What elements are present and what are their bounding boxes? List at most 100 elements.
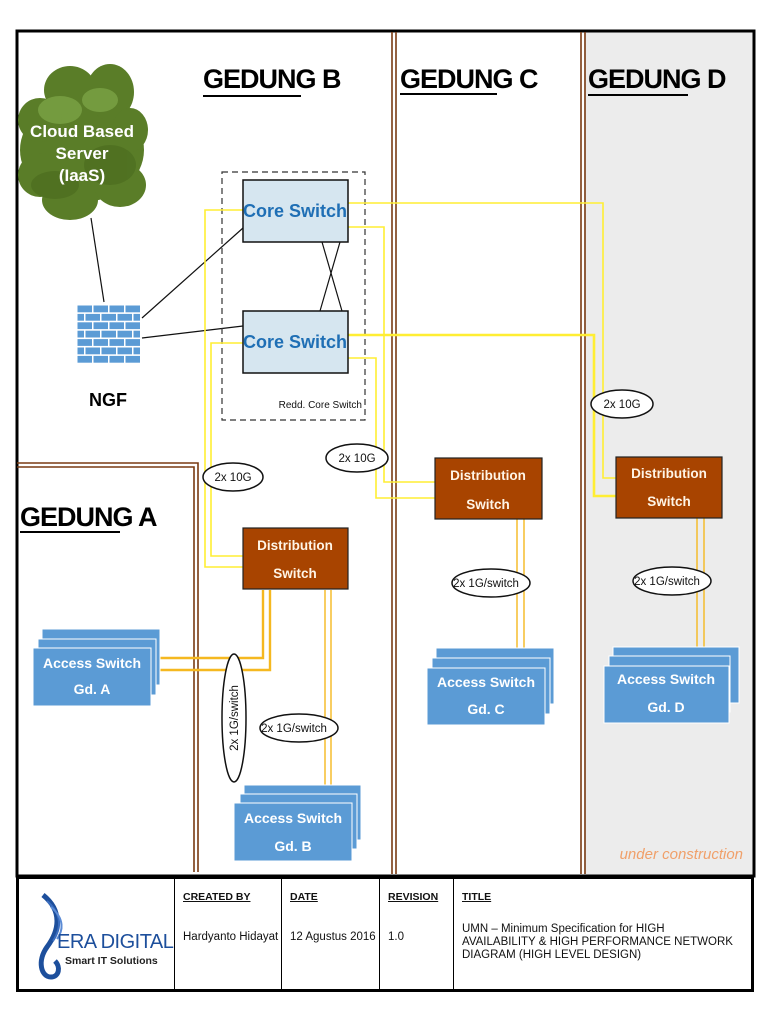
firewall-brick <box>101 347 116 355</box>
distribution-switch-c[interactable]: Distribution Switch <box>434 457 543 520</box>
svg-text:Cloud Based: Cloud Based <box>30 122 134 141</box>
firewall-brick <box>101 330 116 338</box>
title-value: UMN – Minimum Specification for HIGH AVA… <box>462 923 733 961</box>
firewall-brick <box>125 305 140 313</box>
gedung-d-area <box>584 32 754 876</box>
firewall-brick <box>93 322 108 330</box>
ngf-firewall-icon[interactable] <box>77 305 141 363</box>
gedung-b-title: GEDUNG B <box>203 64 342 97</box>
svg-text:(IaaS): (IaaS) <box>59 166 105 185</box>
svg-text:2x 1G/switch: 2x 1G/switch <box>261 723 327 735</box>
core-switch-1[interactable]: Core Switch <box>242 179 349 243</box>
svg-text:Gd. D: Gd. D <box>647 699 684 715</box>
svg-text:Access Switch: Access Switch <box>617 671 715 687</box>
link-ngf-core1 <box>141 227 244 319</box>
firewall-brick <box>77 313 84 321</box>
revision-value: 1.0 <box>388 931 404 943</box>
core-switch-2[interactable]: Core Switch <box>242 310 349 374</box>
gedung-a-title: GEDUNG A <box>20 502 158 533</box>
distribution-switch-b[interactable]: Distribution Switch <box>242 527 349 590</box>
redundant-core-group <box>221 171 366 421</box>
svg-text:GEDUNG C: GEDUNG C <box>400 64 538 94</box>
firewall-brick <box>77 305 92 313</box>
svg-text:2x 10G: 2x 10G <box>214 472 251 484</box>
era-digital-logo-icon <box>38 893 63 980</box>
gedung-c-title: GEDUNG C <box>400 64 539 95</box>
company-logo: ERA DIGITAL Smart IT Solutions <box>19 879 175 989</box>
firewall-brick <box>93 339 108 346</box>
access-switch-d[interactable]: Access Switch Gd. D <box>603 646 740 724</box>
access-switch-c[interactable]: Access Switch Gd. C <box>426 647 555 726</box>
bw-label-access-a: 2x 1G/switch <box>221 653 247 783</box>
svg-text:Distribution: Distribution <box>257 538 333 553</box>
distribution-switch-d[interactable]: Distribution Switch <box>615 456 723 519</box>
firewall-brick <box>133 313 140 321</box>
svg-text:Distribution: Distribution <box>450 468 526 483</box>
svg-text:Gd. B: Gd. B <box>274 838 311 854</box>
firewall-brick <box>77 330 84 338</box>
revision-cell: REVISION 1.0 <box>380 879 454 989</box>
svg-text:GEDUNG A: GEDUNG A <box>20 502 157 532</box>
bw-label-uplink-d: 2x 10G <box>590 389 654 419</box>
bw-label-access-d: 2x 1G/switch <box>632 566 712 596</box>
date-value: 12 Agustus 2016 <box>290 931 376 943</box>
svg-text:Access Switch: Access Switch <box>244 810 342 826</box>
svg-text:2x 1G/switch: 2x 1G/switch <box>634 576 700 588</box>
title-header: TITLE <box>462 891 492 903</box>
firewall-brick <box>77 322 92 330</box>
svg-text:Access Switch: Access Switch <box>43 655 141 671</box>
building-walls <box>17 32 586 874</box>
svg-text:Switch: Switch <box>647 494 691 509</box>
under-construction-label: under construction <box>620 846 743 863</box>
cloud-server-icon[interactable]: Cloud Based Server (IaaS) <box>18 64 148 220</box>
link-core-cross-2 <box>319 241 341 312</box>
link-ngf-core2 <box>141 325 244 339</box>
created-by-header: CREATED BY <box>183 891 251 903</box>
firewall-brick <box>85 347 100 355</box>
firewall-brick <box>77 339 92 346</box>
wan-links <box>90 217 343 339</box>
firewall-brick <box>117 330 132 338</box>
bw-label-access-b: 2x 1G/switch <box>259 713 339 743</box>
firewall-brick <box>85 313 100 321</box>
created-by-value: Hardyanto Hidayat <box>183 931 279 943</box>
svg-text:2x 1G/switch: 2x 1G/switch <box>453 578 519 590</box>
bw-label-uplink-b: 2x 10G <box>202 462 264 492</box>
svg-text:2x 10G: 2x 10G <box>603 399 640 411</box>
firewall-brick <box>109 355 124 363</box>
firewall-brick <box>125 322 140 330</box>
gedung-d-title: GEDUNG D <box>588 64 727 96</box>
svg-text:Core Switch: Core Switch <box>243 332 347 352</box>
svg-text:Switch: Switch <box>273 566 317 581</box>
uplink-lines <box>204 202 616 568</box>
firewall-brick <box>93 305 108 313</box>
firewall-brick <box>77 355 92 363</box>
date-cell: DATE 12 Agustus 2016 <box>282 879 380 989</box>
firewall-brick <box>109 339 124 346</box>
svg-text:GEDUNG B: GEDUNG B <box>203 64 341 94</box>
redundant-core-label: Redd. Core Switch <box>279 400 362 411</box>
firewall-brick <box>133 347 140 355</box>
firewall-brick <box>109 305 124 313</box>
firewall-brick <box>85 330 100 338</box>
firewall-brick <box>133 330 140 338</box>
svg-text:Switch: Switch <box>466 497 510 512</box>
svg-text:Server: Server <box>56 144 109 163</box>
bw-label-access-c: 2x 1G/switch <box>451 568 531 598</box>
svg-text:Gd. A: Gd. A <box>74 681 111 697</box>
firewall-brick <box>101 313 116 321</box>
svg-text:Distribution: Distribution <box>631 466 707 481</box>
ngf-label: NGF <box>89 390 127 410</box>
access-switch-a[interactable]: Access Switch Gd. A <box>32 628 161 707</box>
bw-label-uplink-c: 2x 10G <box>325 443 389 473</box>
firewall-brick <box>125 355 140 363</box>
svg-text:Gd. C: Gd. C <box>467 701 504 717</box>
svg-text:2x 1G/switch: 2x 1G/switch <box>229 685 241 751</box>
firewall-brick <box>93 355 108 363</box>
access-switch-b[interactable]: Access Switch Gd. B <box>233 784 362 862</box>
logo-name: ERA DIGITAL <box>57 931 174 953</box>
firewall-brick <box>117 313 132 321</box>
firewall-brick <box>77 347 84 355</box>
firewall-brick <box>109 322 124 330</box>
